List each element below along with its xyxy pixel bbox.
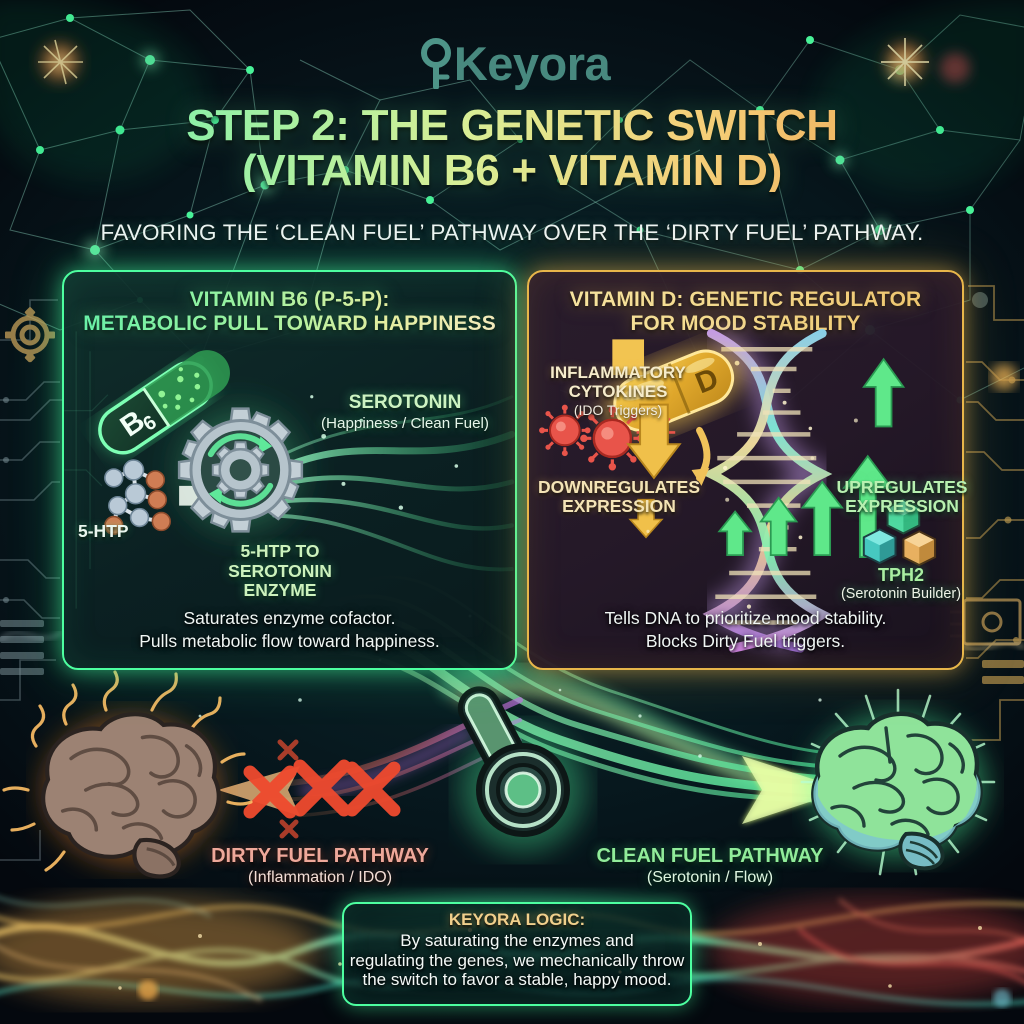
serotonin-sub: (Happiness / Clean Fuel) [321, 414, 489, 432]
enzyme-line-3: ENZYME [243, 580, 317, 601]
panel-d-footer: Tells DNA to prioritize mood stability. … [529, 607, 962, 652]
downregulate-arrows-icon [612, 339, 645, 423]
clean-sub: (Serotonin / Flow) [646, 869, 774, 887]
panel-b6-footer: Saturates enzyme cofactor. Pulls metabol… [64, 607, 515, 652]
keyora-logic-box: KEYORA LOGIC: By saturating the enzymes … [342, 902, 692, 1006]
molecule-icon-5htp [104, 459, 171, 536]
down-line-2: EXPRESSION [562, 496, 676, 517]
brand-logo: Keyora [0, 30, 1024, 96]
dirty-title: DIRTY FUEL PATHWAY [211, 845, 429, 867]
toggle-switch-icon[interactable] [454, 682, 585, 852]
cube-green [886, 498, 921, 535]
key-icon [420, 38, 451, 89]
logic-header: KEYORA LOGIC: [448, 910, 586, 929]
cytokines-line-2: CYTOKINES [568, 381, 668, 401]
down-line-1: DOWNREGULATES [537, 477, 701, 497]
label-enzyme: 5-HTP to SEROTONIN ENZYME [190, 541, 370, 601]
label-clean-fuel-pathway: CLEAN FUEL PATHWAY (Serotonin / Flow) [565, 845, 855, 887]
panel-d-footer-line-2: Blocks Dirty Fuel triggers. [645, 630, 846, 651]
enzyme-line-2: SEROTONIN [228, 560, 332, 581]
brand-name: Keyora [453, 36, 611, 90]
tph2-sub: (Serotonin Builder) [841, 586, 961, 603]
upregulate-arrows-icon [717, 357, 906, 559]
page-subtitle: FAVORING THE ‘CLEAN FUEL’ PATHWAY OVER T… [100, 220, 924, 245]
title-line-2: (VITAMIN B6 + VITAMIN D) [242, 146, 782, 196]
up-line-1: UPREGULATES [836, 477, 968, 497]
title-line-1: STEP 2: THE GENETIC SWITCH [186, 101, 838, 150]
neural-network-right [557, 0, 1024, 421]
blocked-x-marks [243, 759, 401, 819]
logic-line-2: regulating the genes, we mechanically th… [349, 950, 685, 970]
enzyme-line-1: 5-HTP to [240, 541, 320, 561]
panel-b6-art: B 6 [64, 331, 515, 609]
page-title: STEP 2: THE GENETIC SWITCH (VITAMIN B6 +… [0, 104, 1024, 192]
clean-title: CLEAN FUEL PATHWAY [596, 845, 824, 867]
healthy-brain-icon [800, 688, 996, 876]
gear-icon-left [5, 307, 55, 363]
up-line-2: EXPRESSION [845, 496, 959, 517]
cube-teal [862, 528, 897, 565]
logic-line-1: By saturating the enzymes and [400, 931, 634, 950]
dirty-sub: (Inflammation / IDO) [247, 869, 393, 887]
serotonin-title: SEROTONIN [348, 392, 462, 413]
label-dirty-fuel-pathway: DIRTY FUEL PATHWAY (Inflammation / IDO) [175, 845, 465, 887]
label-downregulates: DOWNREGULATES EXPRESSION [530, 477, 708, 517]
label-5htp: 5-HTP [78, 521, 129, 541]
inflamed-brain-icon [2, 670, 253, 879]
tph2-title: TPH2 [877, 565, 924, 585]
circuit-traces-left [0, 299, 63, 861]
logic-line-3: the switch to favor a stable, happy mood… [362, 970, 672, 990]
logic-body: By saturating the enzymes and regulating… [344, 931, 690, 990]
label-tph2: TPH2 (Serotonin Builder) [826, 565, 976, 603]
panel-b6-footer-line-1: Saturates enzyme cofactor. [183, 608, 396, 629]
cytokines-sub: (IDO Triggers) [573, 402, 663, 419]
circuit-traces-right [950, 285, 1024, 741]
b6-capsule-icon: B 6 [98, 350, 230, 455]
panel-vitamin-d: VITAMIN D: GENETIC REGULATOR FOR MOOD ST… [527, 270, 964, 670]
panel-b6-footer-line-2: Pulls metabolic flow toward happiness. [139, 630, 440, 651]
dna-helix-icon [699, 328, 838, 653]
down-arrow-large [626, 403, 682, 480]
down-arrow-small [628, 498, 664, 539]
cube-orange [902, 530, 937, 567]
tph2-cubes-icon [862, 498, 937, 567]
panel-d-art: D [539, 328, 937, 653]
label-serotonin: SEROTONIN (Happiness / Clean Fuel) [300, 392, 510, 432]
panel-d-footer-line-1: Tells DNA to prioritize mood stability. [604, 608, 887, 629]
label-inflammatory-cytokines: INFLAMMATORY CYTOKINES (IDO Triggers) [538, 363, 698, 419]
panel-vitamin-b6: VITAMIN B6 (P-5-P): METABOLIC PULL TOWAR… [62, 270, 517, 670]
cytokines-line-1: INFLAMMATORY [550, 363, 686, 382]
label-upregulates: UPREGULATES EXPRESSION [828, 477, 976, 517]
enzyme-gear-icon [177, 407, 304, 533]
